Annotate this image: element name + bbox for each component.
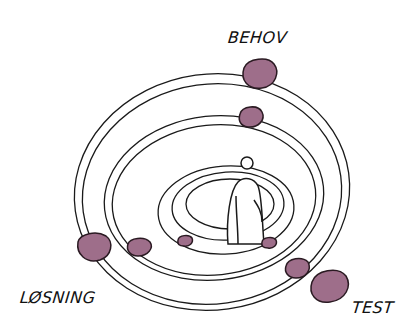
inner-orbit (155, 161, 297, 258)
stage-label: BEHOV (227, 28, 288, 47)
stage-label: TEST (351, 298, 395, 317)
middle-orbit-inner-line (105, 115, 324, 286)
outer-orbit (59, 56, 365, 328)
solution-blob-middle (127, 238, 151, 256)
inner-orbit-inner-line (170, 168, 286, 244)
person-figure (227, 157, 264, 244)
solution-blob-inner (178, 236, 193, 247)
middle-orbit (96, 105, 332, 291)
need-blob-outer (243, 59, 277, 88)
stage-label: LØSNING (19, 288, 97, 307)
test-blob-inner (262, 238, 277, 249)
solution-blob-outer (78, 233, 111, 261)
outer-orbit-inner-line (68, 67, 356, 321)
test-blob-middle (285, 259, 309, 278)
test-blob-outer (311, 270, 348, 302)
need-blob-middle (239, 107, 263, 127)
